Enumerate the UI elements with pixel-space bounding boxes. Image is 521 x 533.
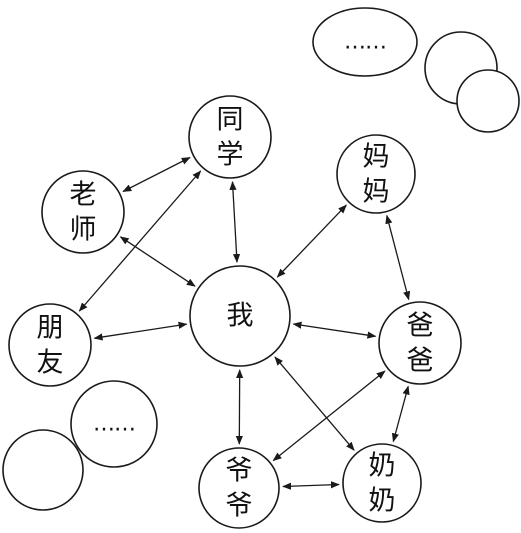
more-top-ellipse [312, 7, 418, 77]
node-classmate: 同 学 [188, 95, 272, 179]
node-grandma: 奶 奶 [342, 443, 422, 523]
node-grandpa-line2: 爷 [226, 491, 253, 522]
node-dad-circle [378, 301, 462, 385]
edge-dad-me [292, 321, 377, 339]
node-me-label: 我 [227, 301, 254, 332]
node-teacher-line2: 师 [70, 215, 97, 246]
edge-grandpa-grandma [282, 481, 340, 490]
node-me-circle [189, 265, 291, 367]
node-friend-line1: 朋 [37, 313, 64, 344]
edge-friend-me [93, 321, 188, 341]
node-classmate-line1: 同 [217, 105, 244, 136]
node-grandpa-line1: 爷 [226, 456, 253, 487]
node-mom-line2: 妈 [363, 177, 390, 208]
edge-mom-dad [385, 214, 411, 301]
edge-layer [78, 156, 411, 490]
node-dad-line1: 爸 [407, 311, 434, 342]
node-grandma-circle [342, 443, 422, 523]
node-friend-circle [8, 303, 92, 387]
node-me: 我 [189, 265, 291, 367]
node-mom: 妈 妈 [336, 134, 416, 214]
node-dad: 爸 爸 [378, 301, 462, 385]
more-top-label: …… [344, 30, 386, 55]
node-grandpa: 爷 爷 [198, 447, 280, 529]
node-classmate-circle [188, 95, 272, 179]
node-teacher: 老 师 [41, 170, 125, 254]
edge-teacher-classmate [122, 156, 191, 193]
node-grandpa-circle [198, 447, 280, 529]
node-friend: 朋 友 [8, 303, 92, 387]
node-friend-line2: 友 [37, 348, 64, 379]
more-bottom-circle [70, 380, 158, 468]
more-bottom-label: …… [93, 412, 135, 437]
edge-me-grandma [274, 356, 355, 451]
edge-mom-me [276, 204, 347, 278]
node-dad-line2: 爸 [407, 346, 434, 377]
blank-circle-top-2 [456, 69, 520, 133]
edge-classmate-friend [78, 170, 202, 312]
node-mom-line1: 妈 [363, 142, 390, 173]
node-grandma-line1: 奶 [369, 451, 396, 482]
node-mom-circle [336, 134, 416, 214]
node-teacher-circle [41, 170, 125, 254]
node-teacher-line1: 老 [70, 180, 97, 211]
edge-teacher-me [119, 236, 196, 287]
edge-classmate-me [229, 181, 241, 263]
node-classmate-line2: 学 [217, 140, 244, 171]
blank-circle-bottom [2, 429, 84, 511]
edge-dad-grandma [391, 385, 410, 443]
node-grandma-line2: 奶 [369, 486, 396, 517]
